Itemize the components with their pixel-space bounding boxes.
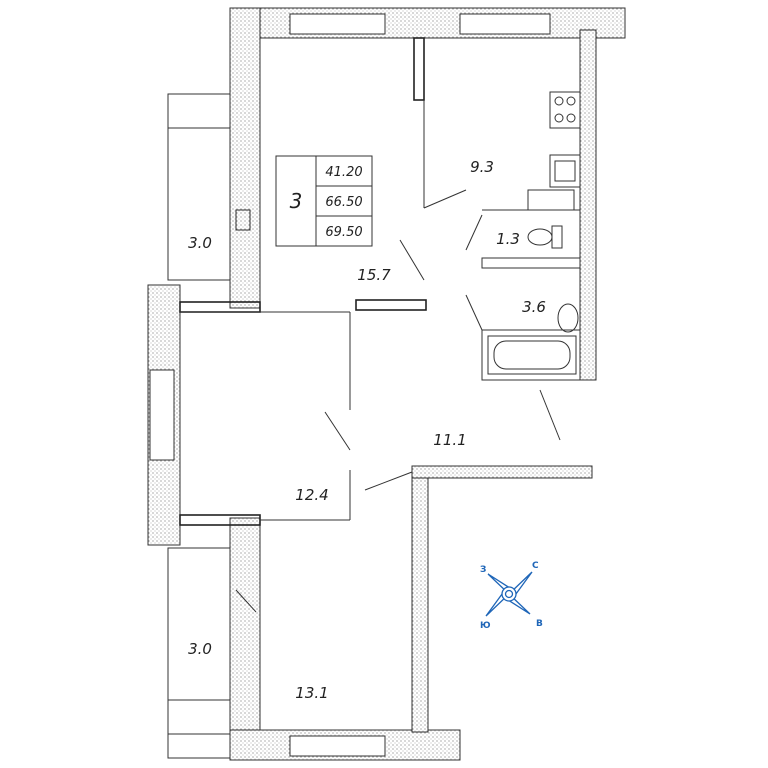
washing-machine [527, 189, 575, 211]
toilet [527, 225, 563, 249]
washbasin [557, 303, 579, 333]
interior-walls [179, 37, 581, 613]
total-area-value: 66.50 [325, 195, 362, 210]
total-area-with-balconies-value: 69.50 [325, 225, 362, 240]
rooms-count: 3 [290, 189, 303, 213]
kitchen-sink [549, 154, 581, 188]
balcony-bottom [167, 547, 231, 759]
compass-north: С [532, 561, 539, 571]
balcony-bottom-area-label: 3.0 [188, 640, 212, 658]
bathtub [487, 335, 577, 375]
balcony-top-area-label: 3.0 [188, 234, 212, 252]
kitchen-area-label: 9.3 [470, 158, 494, 176]
bedroom-bottom-area-label: 13.1 [295, 684, 328, 702]
area-summary-table: 3 41.20 66.50 69.50 [275, 155, 373, 247]
compass-east: В [536, 619, 543, 629]
bedroom-middle-area-label: 12.4 [295, 486, 328, 504]
compass-south: Ю [480, 621, 491, 631]
bathroom-area-label: 3.6 [522, 298, 546, 316]
compass-rose: С Ю З В [480, 561, 543, 631]
balcony-top [167, 93, 231, 281]
hallway-area-label: 11.1 [433, 431, 466, 449]
toilet-area-label: 1.3 [496, 230, 520, 248]
kitchen-stove [549, 91, 581, 129]
exterior-walls [147, 7, 626, 761]
living-area-value: 41.20 [325, 165, 362, 180]
living-room-area-label: 15.7 [357, 266, 391, 284]
compass-west: З [480, 565, 486, 575]
compass-icon [485, 571, 533, 617]
